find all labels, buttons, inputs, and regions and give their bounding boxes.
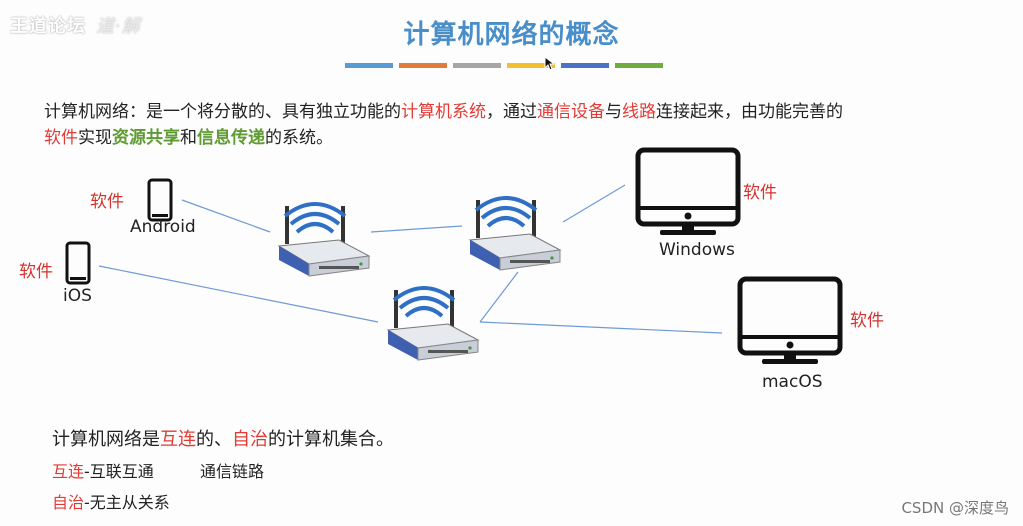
- term-autonomous-desc: -无主从关系: [84, 493, 170, 512]
- highlight-interconnect: 互连: [160, 429, 196, 450]
- csdn-footer: CSDN @深度鸟: [901, 499, 1009, 517]
- definition-text: 和: [180, 128, 197, 148]
- watermark-brush-text: 道·解: [96, 16, 141, 37]
- term-autonomous: 自治-无主从关系: [52, 489, 170, 513]
- macos-monitor-icon: [740, 279, 840, 364]
- software-label-ios: 软件: [19, 262, 53, 282]
- definition-text: 实现: [78, 128, 112, 148]
- ios-label: iOS: [63, 286, 92, 306]
- watermark-logo: 王道论坛道·解: [10, 12, 141, 38]
- software-label-macos: 软件: [850, 311, 884, 331]
- highlight-software: 软件: [44, 128, 78, 148]
- windows-monitor-icon: [638, 150, 738, 235]
- highlight-comm-device: 通信设备: [537, 102, 605, 122]
- definition-text: 计算机网络：是一个将分散的、具有独立功能的: [44, 102, 401, 122]
- highlight-line: 线路: [622, 102, 656, 122]
- summary-sentence: 计算机网络是互连的、自治的计算机集合。: [52, 425, 394, 451]
- highlight-info-transfer: 信息传递: [197, 128, 265, 148]
- summary-text: 计算机网络是: [52, 429, 160, 450]
- windows-label: Windows: [659, 240, 735, 260]
- definition-text: 的系统。: [265, 128, 333, 148]
- ios-phone-icon: [65, 241, 91, 285]
- term-autonomous-name: 自治: [52, 493, 85, 512]
- router-icon: [468, 196, 562, 272]
- term-interconnect-extra: 通信链路: [200, 462, 265, 481]
- term-interconnect: 互连-互联互通: [52, 458, 154, 482]
- summary-text: 的、: [196, 429, 232, 450]
- color-segment-yellow: [507, 63, 555, 68]
- android-label: Android: [130, 217, 196, 237]
- watermark-text: 王道论坛: [10, 16, 86, 37]
- term-interconnect-desc: -互联互通: [84, 462, 154, 481]
- color-segment-green: [615, 63, 663, 68]
- macos-label: macOS: [762, 372, 823, 392]
- mouse-cursor-icon: [544, 56, 556, 71]
- color-segment-orange: [399, 63, 447, 68]
- android-phone-icon: [147, 178, 173, 222]
- color-segment-blue: [345, 63, 393, 68]
- definition-text: ，通过: [486, 102, 537, 122]
- highlight-computer-system: 计算机系统: [401, 102, 486, 122]
- definition-text: 与: [605, 102, 622, 122]
- color-segment-gray: [453, 63, 501, 68]
- software-label-android: 软件: [90, 192, 124, 212]
- highlight-autonomous: 自治: [232, 429, 268, 450]
- summary-text: 的计算机集合。: [268, 429, 394, 450]
- title-color-bar: [345, 63, 663, 68]
- color-segment-darkblue: [561, 63, 609, 68]
- page-title: 计算机网络的概念: [403, 20, 620, 50]
- definition-paragraph: 计算机网络：是一个将分散的、具有独立功能的计算机系统，通过通信设备与线路连接起来…: [44, 99, 984, 151]
- highlight-resource-sharing: 资源共享: [112, 128, 180, 148]
- router-icon: [386, 286, 480, 362]
- software-label-windows: 软件: [743, 183, 777, 203]
- router-icon: [277, 202, 371, 278]
- network-links: [98, 184, 723, 334]
- term-interconnect-name: 互连: [52, 462, 85, 481]
- definition-text: 连接起来，由功能完善的: [656, 102, 843, 122]
